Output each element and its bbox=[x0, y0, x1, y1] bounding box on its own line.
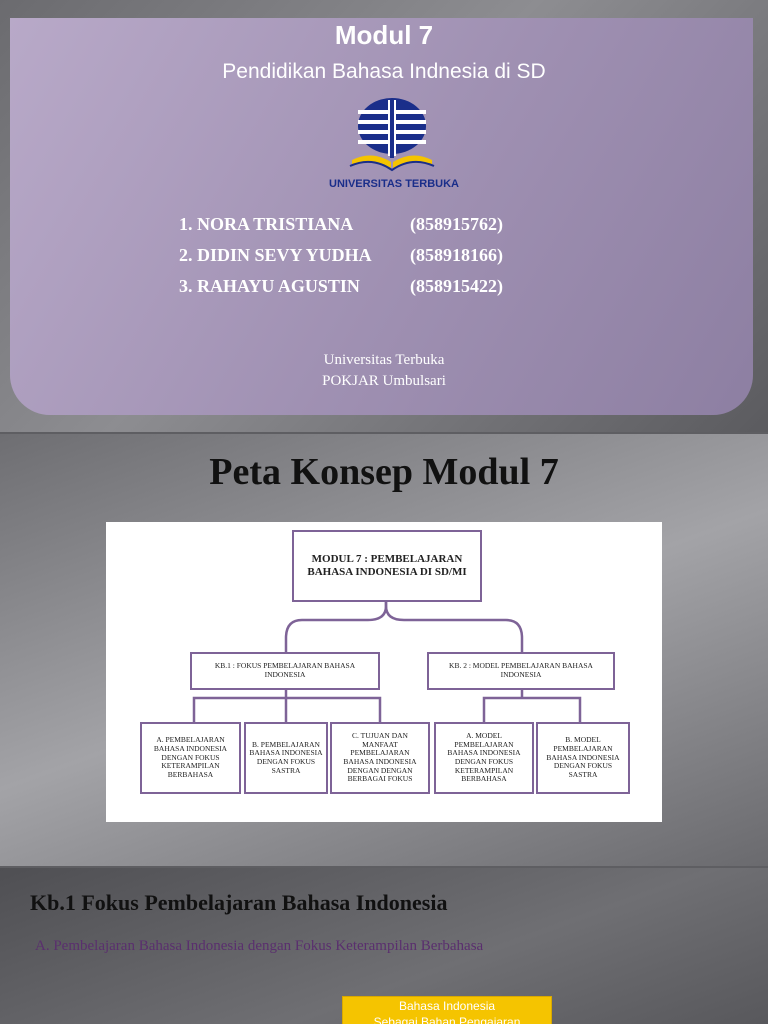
kb1-child-c: C. TUJUAN DAN MANFAAT PEMBELAJARAN BAHAS… bbox=[330, 722, 430, 794]
member-2: 2. DIDIN SEVY YUDHA (858918166) bbox=[179, 245, 503, 266]
kb1-slide: Kb.1 Fokus Pembelajaran Bahasa Indonesia… bbox=[0, 868, 768, 1024]
kb2-child-a: A. MODEL PEMBELAJARAN BAHASA INDONESIA D… bbox=[434, 722, 534, 794]
module-subtitle: Pendidikan Bahasa Indnesia di SD bbox=[222, 60, 546, 83]
logo-caption: UNIVERSITAS TERBUKA bbox=[329, 178, 459, 190]
member-3: 3. RAHAYU AGUSTIN (858915422) bbox=[179, 276, 503, 297]
member-id: (858915422) bbox=[410, 276, 503, 296]
title-slide: Modul 7 Pendidikan Bahasa Indnesia di SD… bbox=[0, 0, 768, 432]
topic-box-line-2: Sebagai Bahan Pengajaran bbox=[373, 1014, 521, 1024]
kb2-node: KB. 2 : MODEL PEMBELAJARAN BAHASA INDONE… bbox=[427, 652, 615, 690]
member-1: 1. NORA TRISTIANA (858915762) bbox=[179, 214, 503, 235]
concept-map: MODUL 7 : PEMBELAJARAN BAHASA INDONESIA … bbox=[106, 522, 662, 822]
slide-title: Peta Konsep Modul 7 bbox=[209, 451, 559, 493]
org-line-2: POKJAR Umbulsari bbox=[322, 373, 446, 389]
member-name: 2. DIDIN SEVY YUDHA bbox=[179, 245, 372, 265]
slide-subtitle: A. Pembelajaran Bahasa Indonesia dengan … bbox=[35, 938, 484, 954]
member-name: 3. RAHAYU AGUSTIN bbox=[179, 276, 360, 296]
connector-lines bbox=[192, 600, 582, 722]
concept-map-slide: Peta Konsep Modul 7 MODUL 7 : PEMBELAJAR… bbox=[0, 434, 768, 866]
slide-title: Kb.1 Fokus Pembelajaran Bahasa Indonesia bbox=[30, 890, 448, 915]
kb1-child-b: B. PEMBELAJARAN BAHASA INDONESIA DENGAN … bbox=[244, 722, 328, 794]
kb1-node: KB.1 : FOKUS PEMBELAJARAN BAHASA INDONES… bbox=[190, 652, 380, 690]
kb1-child-a: A. PEMBELAJARAN BAHASA INDONESIA DENGAN … bbox=[140, 722, 241, 794]
org-line-1: Universitas Terbuka bbox=[323, 352, 445, 368]
topic-box: Bahasa Indonesia Sebagai Bahan Pengajara… bbox=[342, 996, 552, 1024]
title-card bbox=[10, 18, 753, 415]
universitas-terbuka-logo bbox=[349, 98, 435, 172]
member-id: (858915762) bbox=[410, 214, 503, 234]
kb2-child-b: B. MODEL PEMBELAJARAN BAHASA INDONESIA D… bbox=[536, 722, 630, 794]
topic-box-line-1: Bahasa Indonesia bbox=[398, 999, 496, 1013]
member-name: 1. NORA TRISTIANA bbox=[179, 214, 354, 234]
module-title: Modul 7 bbox=[334, 20, 434, 50]
member-id: (858918166) bbox=[410, 245, 503, 265]
root-node: MODUL 7 : PEMBELAJARAN BAHASA INDONESIA … bbox=[292, 530, 482, 602]
